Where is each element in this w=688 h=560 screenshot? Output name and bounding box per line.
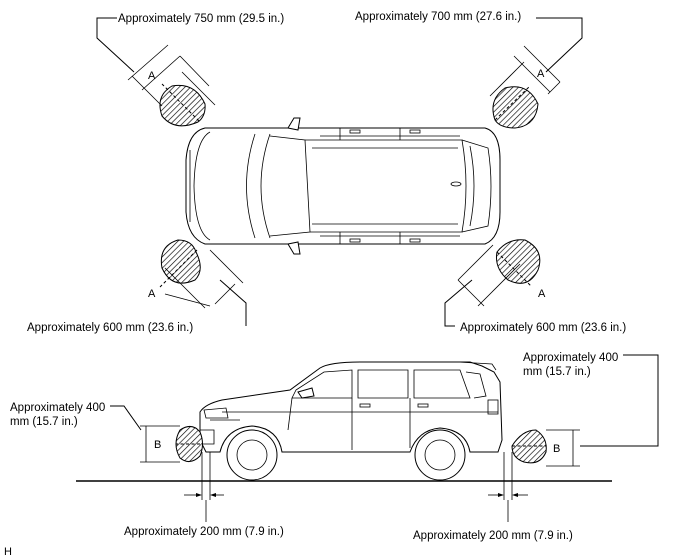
rear-height-label-line2: mm (15.7 in.) (523, 366, 591, 378)
car-side-view (76, 361, 612, 482)
front-distance-label: Approximately 200 mm (7.9 in.) (124, 526, 284, 538)
front-left-corner-detection-zone (127, 44, 216, 127)
rear-height-label-line1: Approximately 400 (523, 352, 618, 364)
figure-code: H (4, 546, 12, 558)
marker-a-front-right: A (537, 68, 545, 80)
front-left-distance-label: Approximately 750 mm (29.5 in.) (118, 13, 284, 25)
front-right-corner-detection-zone (489, 45, 561, 129)
marker-b-rear: B (553, 443, 560, 455)
front-wheel (226, 429, 278, 481)
marker-a-rear-left: A (148, 288, 156, 300)
front-sensor-detection-zone (175, 426, 203, 462)
rear-right-distance-label: Approximately 600 mm (23.6 in.) (460, 322, 626, 334)
front-height-label-line1: Approximately 400 (10, 402, 105, 414)
rear-distance-label: Approximately 200 mm (7.9 in.) (413, 530, 573, 542)
rear-left-distance-label: Approximately 600 mm (23.6 in.) (27, 322, 193, 334)
marker-b-front: B (154, 439, 161, 451)
rear-left-corner-detection-zone (159, 239, 244, 309)
front-right-distance-label: Approximately 700 mm (27.6 in.) (355, 11, 521, 23)
rear-sensor-detection-zone (511, 429, 547, 464)
marker-a-front-left: A (148, 70, 156, 82)
rear-right-corner-detection-zone (457, 239, 541, 307)
marker-a-rear-right: A (538, 288, 546, 300)
front-height-label-line2: mm (15.7 in.) (10, 416, 78, 428)
rear-wheel (414, 429, 466, 481)
car-top-view (185, 117, 501, 255)
